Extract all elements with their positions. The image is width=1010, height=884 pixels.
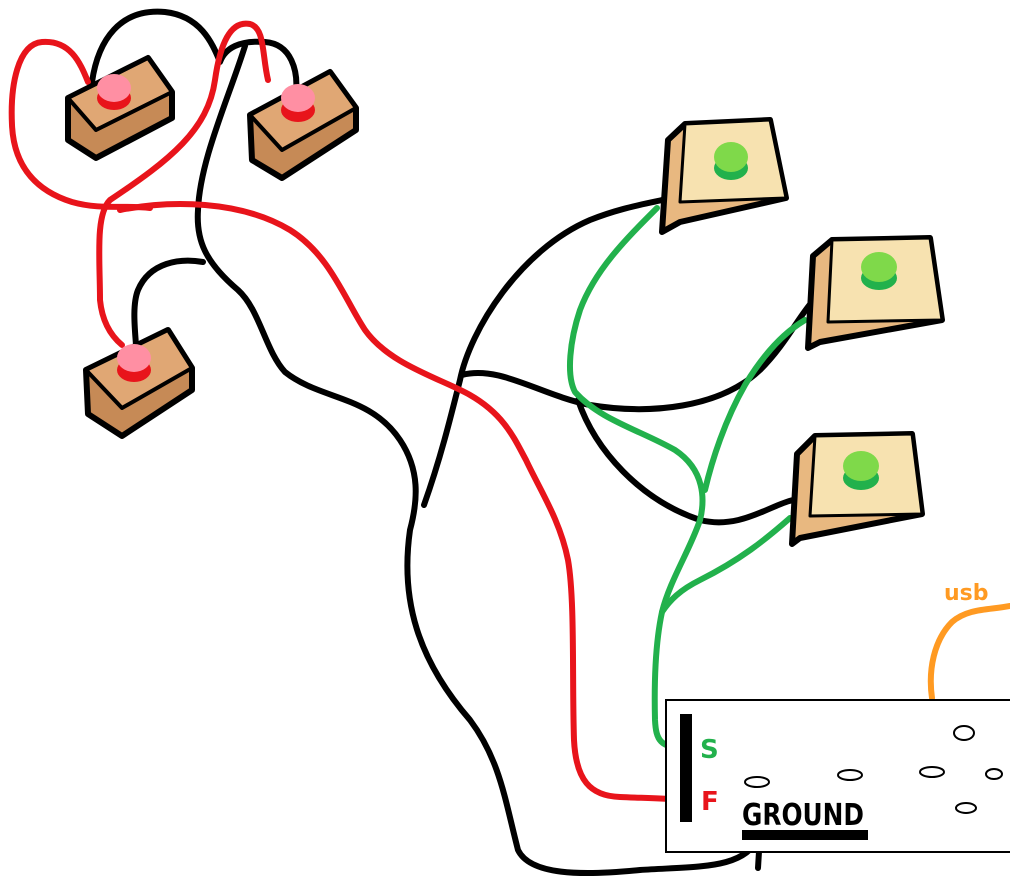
green-wire-g1 — [566, 205, 706, 523]
controller-board: S F GROUND — [665, 699, 1010, 853]
black-wire-middle — [421, 197, 665, 508]
black-wire-green2 — [459, 299, 815, 413]
red-button-1[interactable] — [65, 55, 175, 161]
black-wire-loop-top — [89, 8, 300, 95]
red-wires — [8, 20, 683, 803]
green-wires — [566, 205, 808, 751]
red-wire-loop-left — [8, 38, 153, 211]
ground-bar — [742, 830, 868, 840]
red-button-2[interactable] — [247, 69, 359, 181]
green-button-1[interactable] — [659, 117, 789, 235]
signal-pin-label: S — [700, 735, 719, 765]
black-wire-red3 — [131, 257, 206, 348]
green-wire-trunk — [651, 517, 703, 751]
green-button-3[interactable] — [789, 431, 925, 547]
fire-pin-label: F — [701, 787, 719, 817]
green-button-2[interactable] — [805, 235, 945, 351]
red-button-3[interactable] — [83, 327, 195, 439]
green-wire-g2 — [702, 317, 808, 493]
usb-cable — [927, 603, 1010, 701]
pin-header — [680, 714, 692, 822]
board-holes — [744, 725, 1003, 814]
usb-label: usb — [944, 581, 989, 606]
black-wires — [89, 8, 815, 877]
red-wire-loop-top — [96, 20, 271, 348]
ground-label: GROUND — [742, 798, 864, 833]
green-wire-g3 — [659, 515, 793, 615]
red-wire-trunk — [117, 201, 683, 803]
black-wire-green3 — [575, 397, 796, 526]
black-wire-trunk — [194, 43, 763, 877]
